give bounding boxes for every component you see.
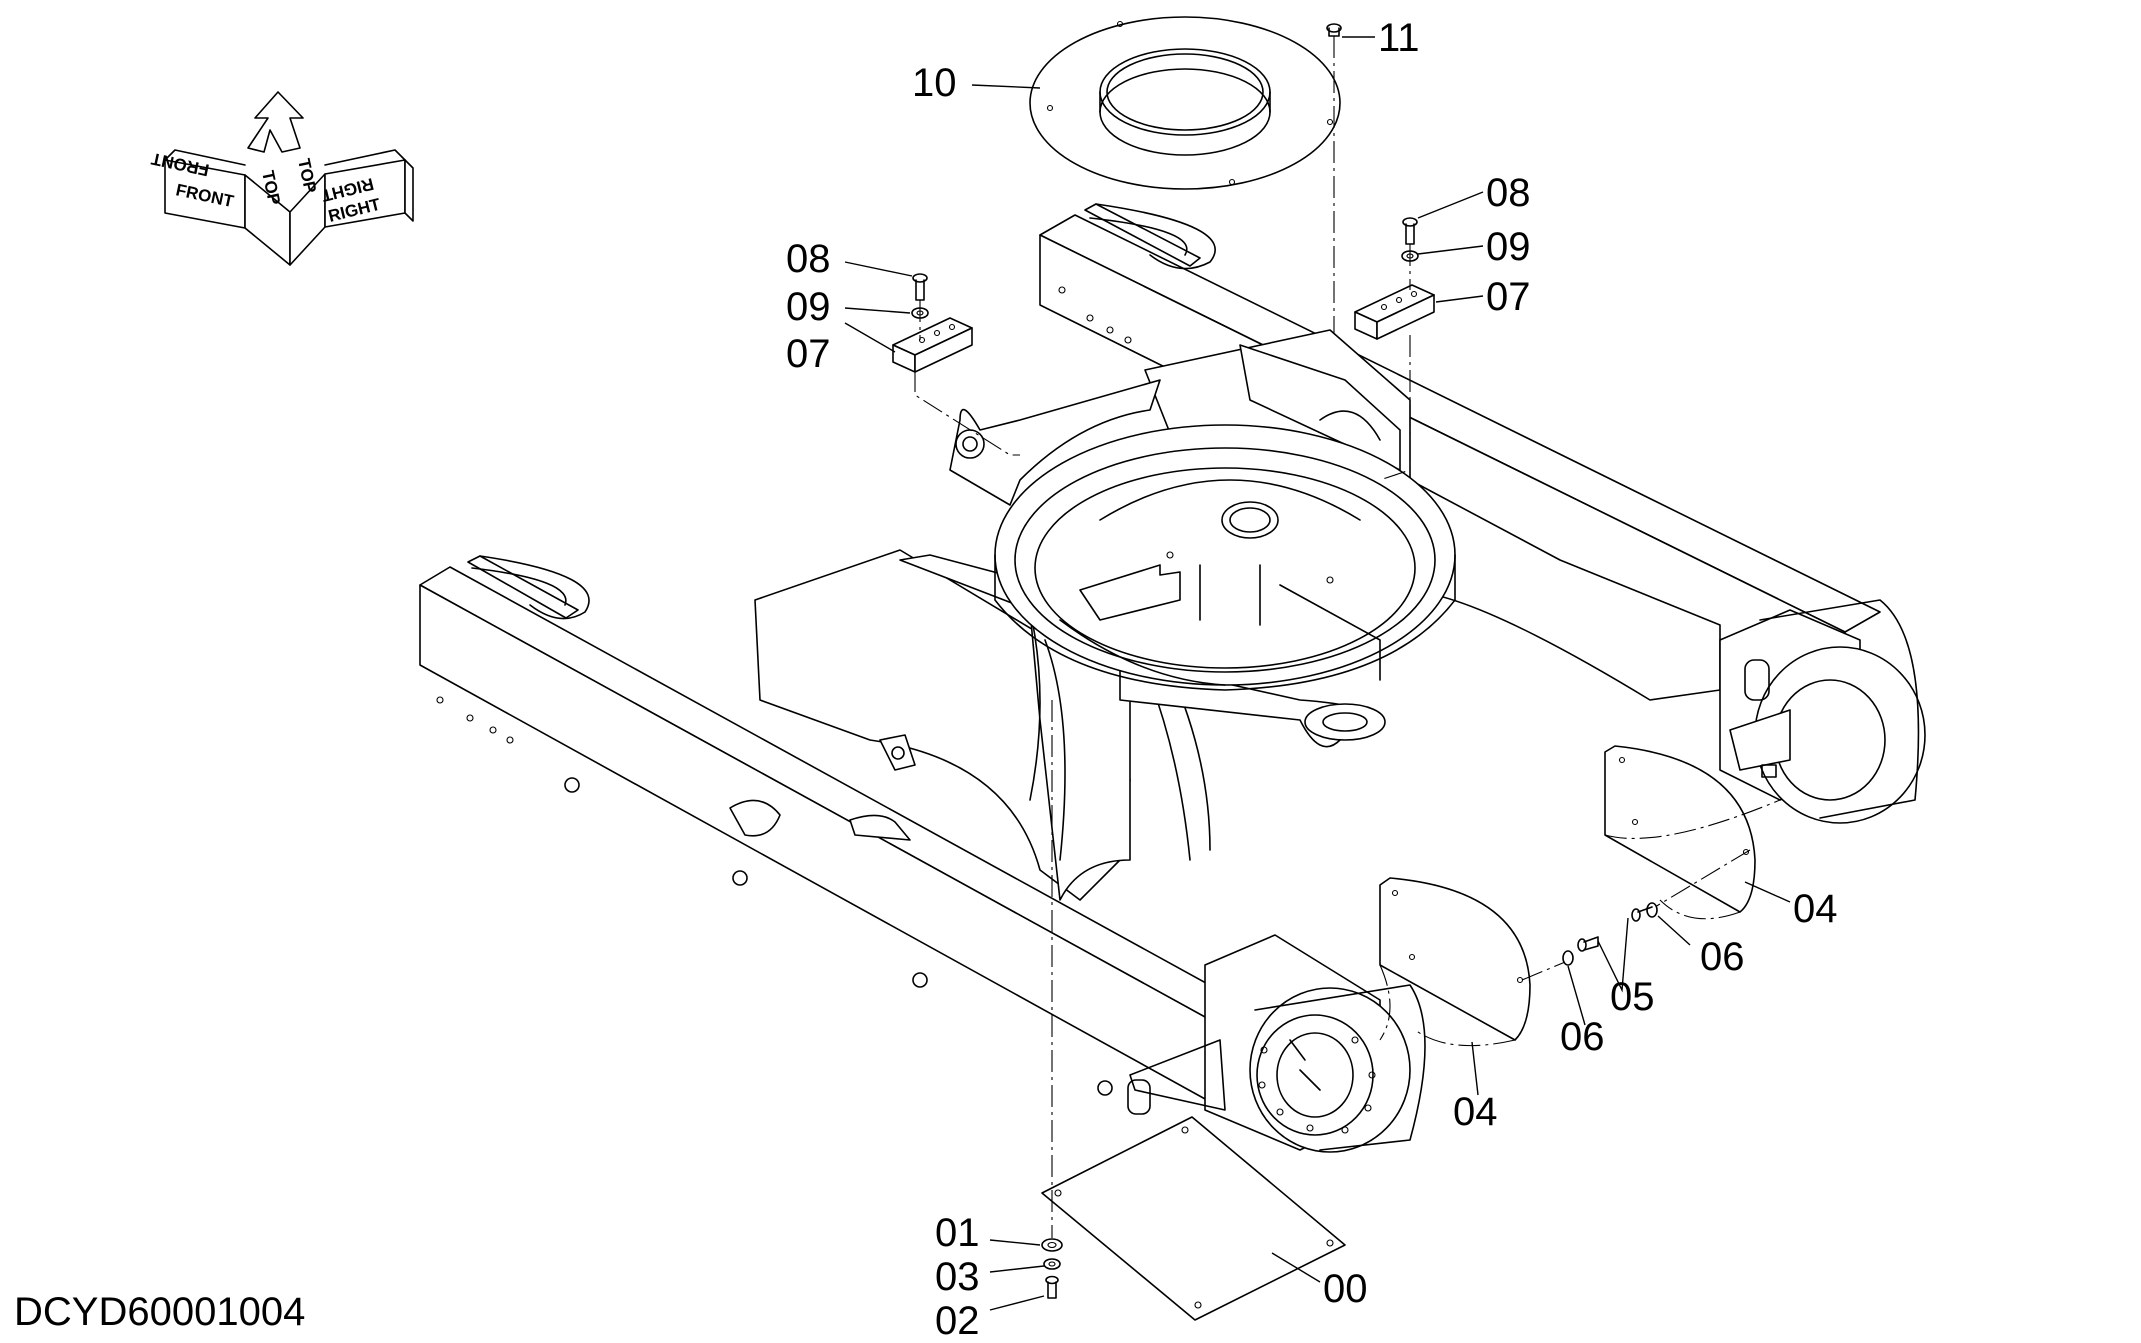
callout-05: 05 — [1610, 975, 1655, 1019]
callout-06-rear: 06 — [1700, 935, 1745, 979]
callout-08-left: 08 — [786, 237, 831, 281]
center-frame — [754, 329, 1721, 901]
drive-motor-mount-front — [1127, 934, 1426, 1153]
drive-motor-mount-rear — [1719, 599, 1926, 824]
callout-00: 00 — [1323, 1267, 1368, 1311]
bolt-05-front — [1577, 936, 1599, 952]
callout-03: 03 — [935, 1255, 980, 1299]
under-cover-plate — [1041, 1116, 1346, 1321]
bolt-right — [1402, 217, 1418, 245]
bolt-left — [912, 273, 928, 301]
bearing-cover-plate — [1029, 16, 1341, 190]
callout-10: 10 — [912, 61, 957, 105]
callout-09-right: 09 — [1486, 225, 1531, 269]
callout-11: 11 — [1378, 16, 1420, 60]
callout-04-front: 04 — [1453, 1090, 1498, 1134]
top-label-2: TOP — [294, 157, 320, 195]
callout-08-right: 08 — [1486, 171, 1531, 215]
callout-09-left: 09 — [786, 285, 831, 329]
shim-left — [892, 317, 973, 373]
leader-lines — [844, 36, 1791, 1311]
washer-03 — [1043, 1258, 1061, 1270]
callout-04-rear: 04 — [1793, 887, 1838, 931]
side-cover-front — [1379, 877, 1531, 1041]
washer-06-front — [1562, 950, 1574, 966]
bolt-02 — [1045, 1275, 1059, 1299]
callout-01: 01 — [935, 1211, 980, 1255]
callout-06-front: 06 — [1560, 1015, 1605, 1059]
callout-labels: 10 11 08 09 07 08 09 07 04 06 05 06 04 0… — [786, 16, 1838, 1343]
shim-right — [1354, 284, 1435, 340]
left-side-frame — [419, 555, 1256, 1111]
bolt-11 — [1326, 23, 1342, 37]
callout-02: 02 — [935, 1299, 980, 1343]
callout-07-right: 07 — [1486, 275, 1531, 319]
side-cover-rear — [1604, 745, 1756, 913]
orientation-arrow-icon: FRONT FRONT TOP TOP RIGHT RIGHT — [149, 91, 414, 266]
washer-01 — [1041, 1238, 1063, 1252]
washer-06-rear — [1646, 902, 1658, 918]
bolt-05-rear — [1631, 906, 1653, 922]
callout-07-left: 07 — [786, 332, 831, 376]
drawing-id-label: DCYD60001004 — [14, 1290, 306, 1334]
